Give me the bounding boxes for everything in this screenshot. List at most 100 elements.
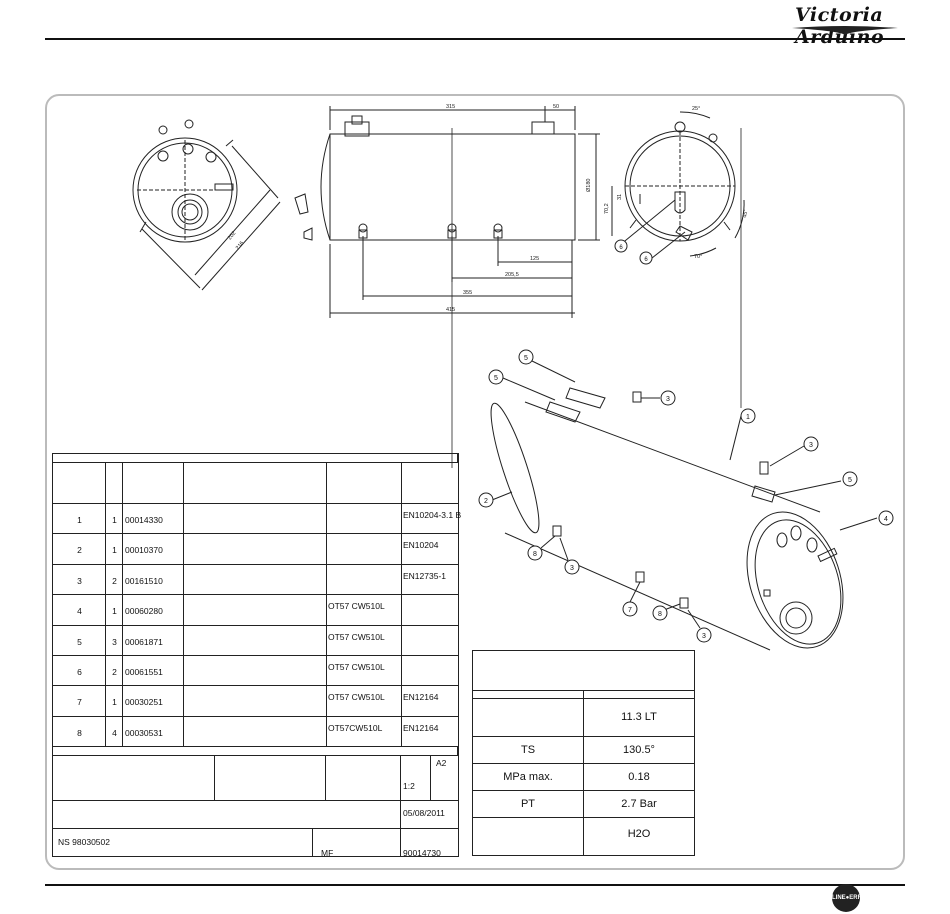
balloon-3d: 3: [702, 633, 706, 640]
parts-norm-text: EN10204: [403, 540, 439, 551]
parts-pos-text: 5: [77, 636, 82, 647]
parts-code-text: 00061551: [125, 667, 163, 677]
parts-cell-pos: 8: [53, 716, 106, 748]
parts-table-top-strip: [53, 454, 458, 463]
dim-202: 202: [227, 230, 238, 241]
col-head-code: [123, 463, 184, 504]
parts-cell-code: 00161510: [123, 564, 184, 596]
parts-cell-desc: [184, 716, 327, 748]
parts-cell-desc: [184, 595, 327, 626]
tb-cell-ns: NS 98030502: [53, 829, 313, 856]
parts-pos-text: 8: [77, 727, 82, 738]
col-head-desc: [184, 463, 327, 504]
tb-cell-drawing-no: 90014730: [401, 829, 458, 858]
spec-subheader-row: [473, 691, 694, 699]
tb-scale: 1:2: [403, 781, 415, 791]
spec-row: H2O: [473, 818, 694, 855]
spec-label: TS: [520, 743, 536, 756]
parts-qty-text: 4: [112, 727, 117, 738]
parts-cell-code: 00060280: [123, 595, 184, 626]
parts-cell-pos: 5: [53, 625, 106, 656]
parts-qty-text: 1: [112, 697, 117, 708]
balloon-6a: 6: [619, 245, 623, 251]
parts-cell-qty: 3: [106, 625, 123, 656]
parts-qty-text: 2: [112, 667, 117, 677]
parts-norm-text: EN12164: [403, 692, 439, 703]
parts-cell-pos: 2: [53, 534, 106, 565]
parts-material-text: OT57 CW510L: [328, 662, 385, 672]
parts-norm-text: EN12164: [403, 722, 439, 733]
balloon-3c: 3: [570, 565, 574, 572]
parts-cell-code: 00014330: [123, 504, 184, 535]
parts-cell-code: 00010370: [123, 534, 184, 565]
col-head-pos: [53, 463, 106, 504]
parts-cell-norm: [402, 656, 458, 687]
parts-cell-norm: EN12164: [402, 686, 458, 717]
parts-qty-text: 3: [112, 636, 117, 647]
dim-25deg: 25°: [692, 106, 700, 112]
dim-315: 315: [446, 104, 455, 110]
end-view-left: [132, 119, 281, 291]
parts-cell-norm: [402, 626, 458, 656]
parts-code-text: 00161510: [125, 575, 163, 586]
balloon-3a: 3: [666, 396, 670, 403]
spec-value: 0.18: [628, 770, 650, 783]
parts-pos-text: 3: [77, 575, 82, 586]
parts-cell-pos: 1: [53, 504, 106, 535]
parts-pos-text: 4: [77, 606, 82, 617]
parts-cell-desc: [184, 534, 327, 565]
parts-cell-desc: [184, 504, 327, 535]
logo-swoosh-icon: [792, 26, 898, 35]
parts-cell-material: [327, 534, 402, 565]
balloon-3b: 3: [809, 442, 813, 449]
tb-format: A2: [436, 758, 447, 768]
parts-code-text: 00030251: [125, 697, 163, 708]
tb-ns: NS 98030502: [58, 837, 110, 847]
dim-45deg: 45°: [742, 209, 749, 218]
tb-cell-author: MF: [313, 829, 401, 858]
tb-cell-b: [215, 756, 326, 801]
parts-cell-code: 00061871: [123, 625, 184, 656]
side-view: [294, 106, 600, 468]
parts-cell-norm: EN10204-3.1 B: [402, 504, 461, 535]
balloon-5b: 5: [494, 375, 498, 382]
balloon-1: 1: [746, 414, 750, 421]
parts-cell-qty: 1: [106, 534, 123, 565]
parts-cell-qty: 2: [106, 656, 123, 687]
parts-code-text: 00014330: [125, 515, 163, 525]
parts-material-text: OT57 CW510L: [328, 692, 385, 703]
parts-cell-material: [327, 504, 402, 535]
parts-pos-text: 7: [77, 697, 82, 708]
tb-drawing-no: 90014730: [403, 848, 441, 858]
dim-415: 415: [446, 307, 455, 313]
parts-code-text: 00060280: [125, 606, 163, 617]
parts-qty-text: 1: [112, 515, 117, 525]
parts-cell-pos: 7: [53, 686, 106, 717]
parts-material-text: OT57 CW510L: [328, 631, 385, 642]
dim-70deg: 70°: [694, 254, 702, 260]
parts-cell-pos: 4: [53, 595, 106, 626]
parts-code-text: 00030531: [125, 727, 163, 738]
balloon-5c: 5: [848, 477, 852, 484]
col-head-material: [327, 463, 402, 504]
parts-qty-text: 1: [112, 606, 117, 617]
spec-label: MPa max.: [503, 770, 553, 783]
brand-logo: Victoria Arduino: [795, 4, 885, 48]
parts-cell-qty: 1: [106, 686, 123, 717]
parts-cell-norm: EN12164: [402, 717, 458, 748]
parts-cell-material: OT57CW510L: [327, 716, 402, 748]
spec-divider: [583, 699, 584, 855]
spec-value: H2O: [627, 828, 651, 840]
parts-cell-code: 00030531: [123, 716, 184, 748]
tb-cell-format: A2: [431, 756, 458, 801]
balloon-2: 2: [484, 498, 488, 505]
iso-view: [490, 359, 878, 651]
parts-cell-desc: [184, 564, 327, 596]
parts-cell-material: OT57 CW510L: [327, 595, 402, 626]
spec-value: 2.7 Bar: [621, 797, 657, 810]
parts-cell-pos: 6: [53, 656, 106, 687]
parts-code-text: 00061871: [125, 636, 163, 647]
parts-pos-text: 2: [77, 545, 82, 556]
tb-author: MF: [321, 848, 334, 858]
